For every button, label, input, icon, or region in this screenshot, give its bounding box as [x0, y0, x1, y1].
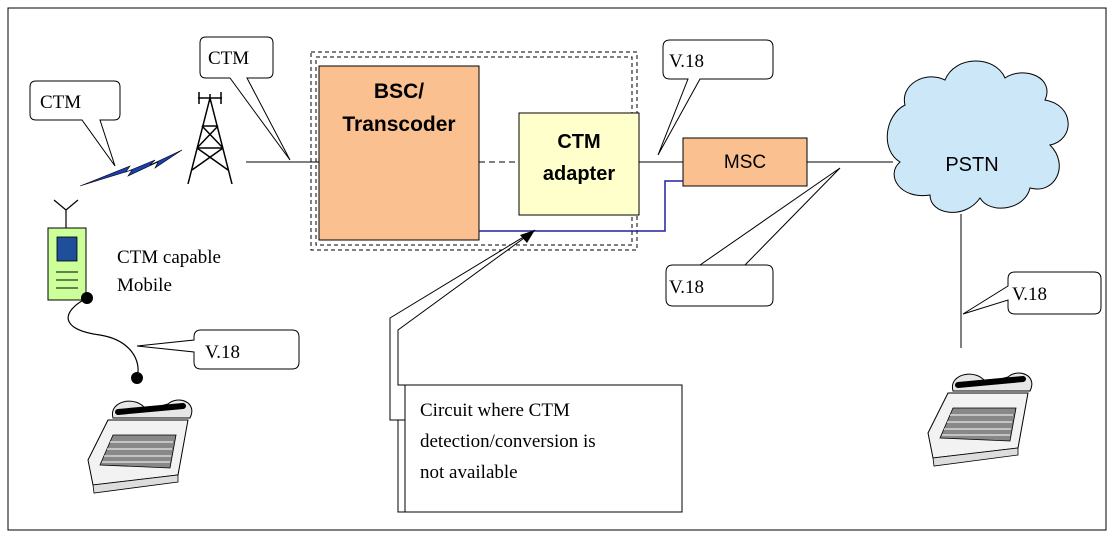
callout-v18-msc-top-text: V.18 [669, 51, 704, 72]
mobile-phone-icon [47, 199, 87, 301]
callout-ctm-tower-text: CTM [208, 48, 249, 69]
callout-ctm-air-text: CTM [40, 92, 81, 113]
callout-v18-phone: V.18 [136, 329, 300, 370]
callout-v18-pstn-text: V.18 [1012, 284, 1047, 305]
pstn-label: PSTN [945, 154, 998, 176]
bsc-transcoder-box [318, 65, 480, 241]
circuit-label-line3: not available [420, 462, 518, 483]
mobile-label-line1: CTM capable [117, 247, 221, 268]
bsc-label-line2: Transcoder [342, 113, 455, 136]
bypass-circuit-line [479, 180, 683, 232]
text-telephone-icon-right [927, 372, 1033, 467]
callout-v18-pstn: V.18 [962, 271, 1102, 315]
mobile-phone-cable [67, 297, 139, 379]
circuit-label-line1: Circuit where CTM [420, 400, 570, 421]
ctm-adapter-box [518, 112, 640, 216]
mobile-label-line2: Mobile [117, 275, 172, 296]
callout-v18-msc-bottom: V.18 [665, 167, 841, 307]
callout-v18-msc-bottom-text: V.18 [669, 277, 704, 298]
bsc-label-line1: BSC/ [374, 80, 424, 103]
phone-cable-connector [131, 372, 143, 384]
circuit-label-line2: detection/conversion is [420, 431, 596, 452]
callout-circuit: Circuit where CTM detection/conversion i… [389, 229, 683, 513]
callout-v18-msc-top: V.18 [657, 39, 774, 156]
ctm-adapter-label-line1: CTM [557, 131, 600, 153]
circuit-arrowhead [520, 230, 535, 243]
radio-link-lightning-icon [79, 149, 183, 187]
msc-label: MSC [724, 152, 766, 173]
text-telephone-icon-left [87, 399, 193, 494]
pstn-cloud [886, 60, 1069, 213]
antenna-tower-icon [187, 92, 233, 185]
ctm-adapter-label-line2: adapter [543, 163, 615, 185]
callout-ctm-tower: CTM [199, 36, 291, 161]
network-boundary [310, 51, 638, 251]
msc-box [682, 137, 808, 187]
callout-ctm-air: CTM [29, 80, 121, 167]
callout-v18-phone-text: V.18 [205, 342, 240, 363]
